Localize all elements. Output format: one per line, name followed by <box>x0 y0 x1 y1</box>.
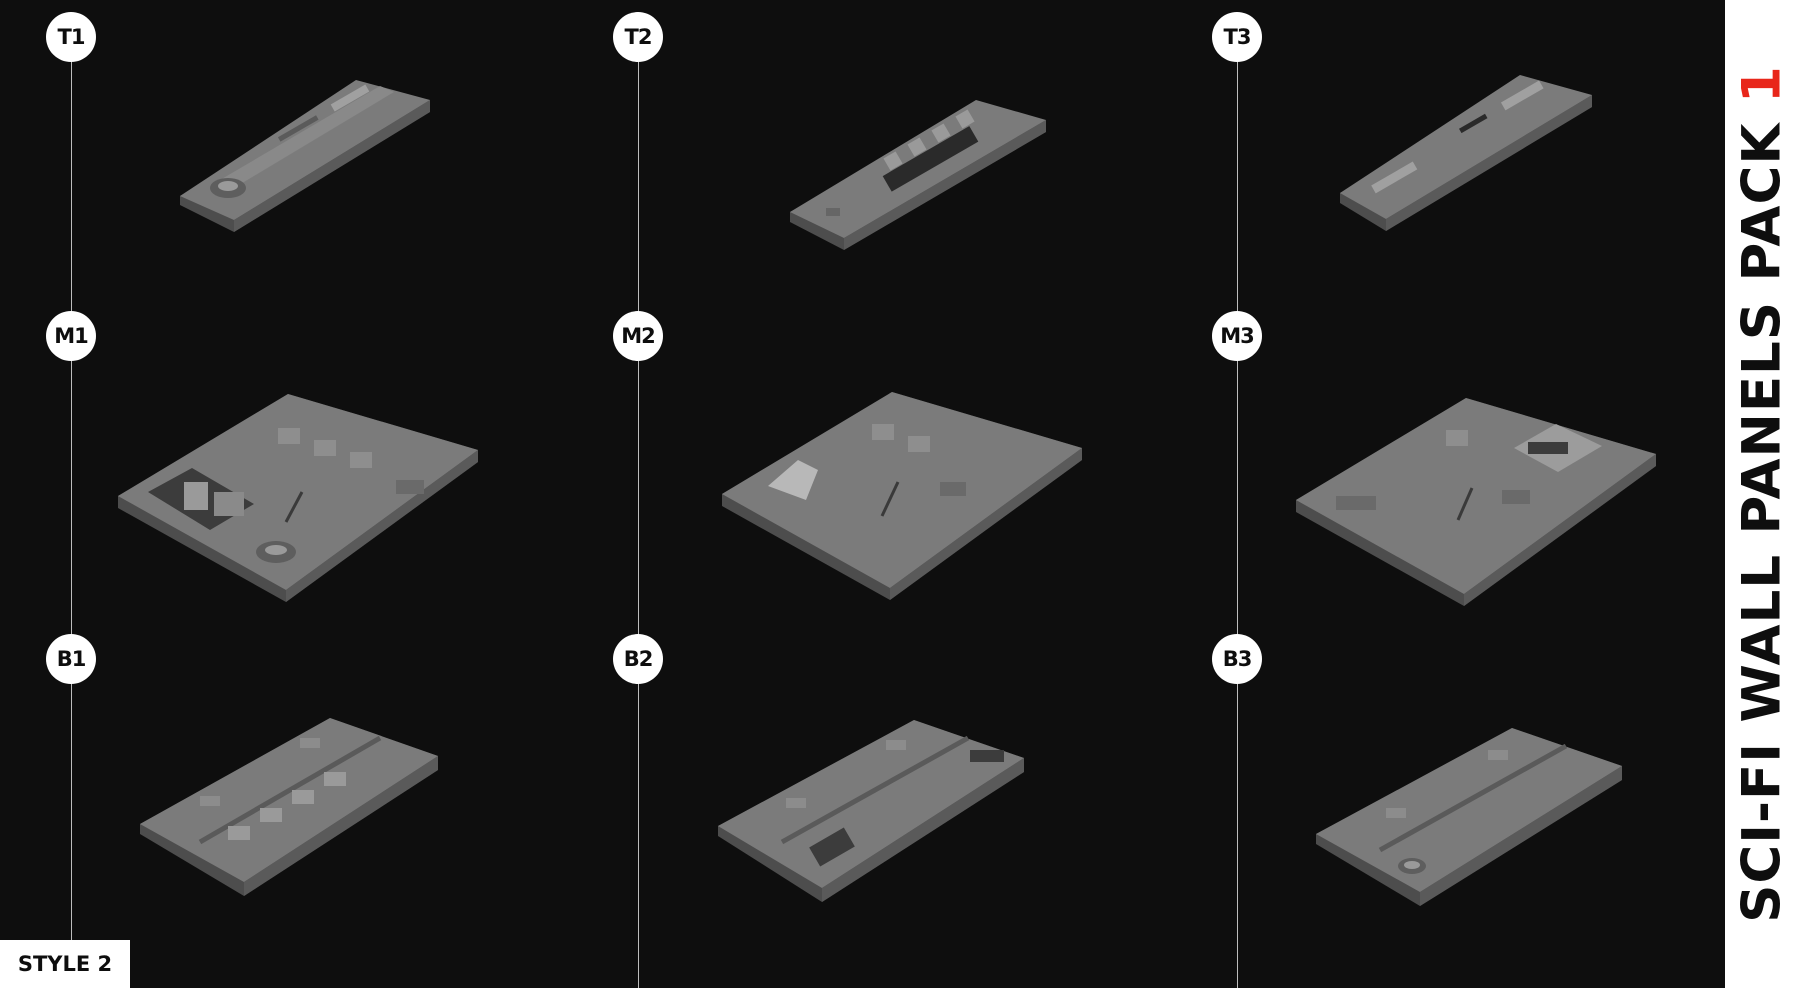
panel-t3-render <box>1340 75 1600 235</box>
column-guide-line-1 <box>71 42 72 988</box>
panel-b2-render <box>718 718 1028 908</box>
pack-title-number: 1 <box>1731 65 1793 104</box>
badge-t1: T1 <box>46 12 96 62</box>
panel-b3-render <box>1316 726 1626 916</box>
title-sidebar: SCI-FI WALL PANELS PACK 1 <box>1725 0 1800 988</box>
column-guide-line-2 <box>638 42 639 988</box>
panel-m1-render <box>118 392 488 612</box>
pack-title-main: SCI-FI WALL PANELS PACK <box>1731 103 1793 923</box>
badge-b1: B1 <box>46 634 96 684</box>
panel-showcase: T1 T2 T3 M1 M2 M3 B1 B2 B3 <box>0 12 1666 988</box>
panel-t1-render <box>180 80 440 240</box>
badge-m1: M1 <box>46 311 96 361</box>
badge-t2: T2 <box>613 12 663 62</box>
panel-m3-render <box>1296 396 1666 616</box>
pack-title: SCI-FI WALL PANELS PACK 1 <box>1732 65 1793 923</box>
badge-m2: M2 <box>613 311 663 361</box>
column-guide-line-3 <box>1237 42 1238 988</box>
badge-t3: T3 <box>1212 12 1262 62</box>
badge-b2: B2 <box>613 634 663 684</box>
panel-b1-render <box>140 716 440 906</box>
panel-m2-render <box>722 390 1092 610</box>
badge-m3: M3 <box>1212 311 1262 361</box>
style-label: STYLE 2 <box>0 940 130 988</box>
panel-t2-render <box>790 100 1050 260</box>
badge-b3: B3 <box>1212 634 1262 684</box>
